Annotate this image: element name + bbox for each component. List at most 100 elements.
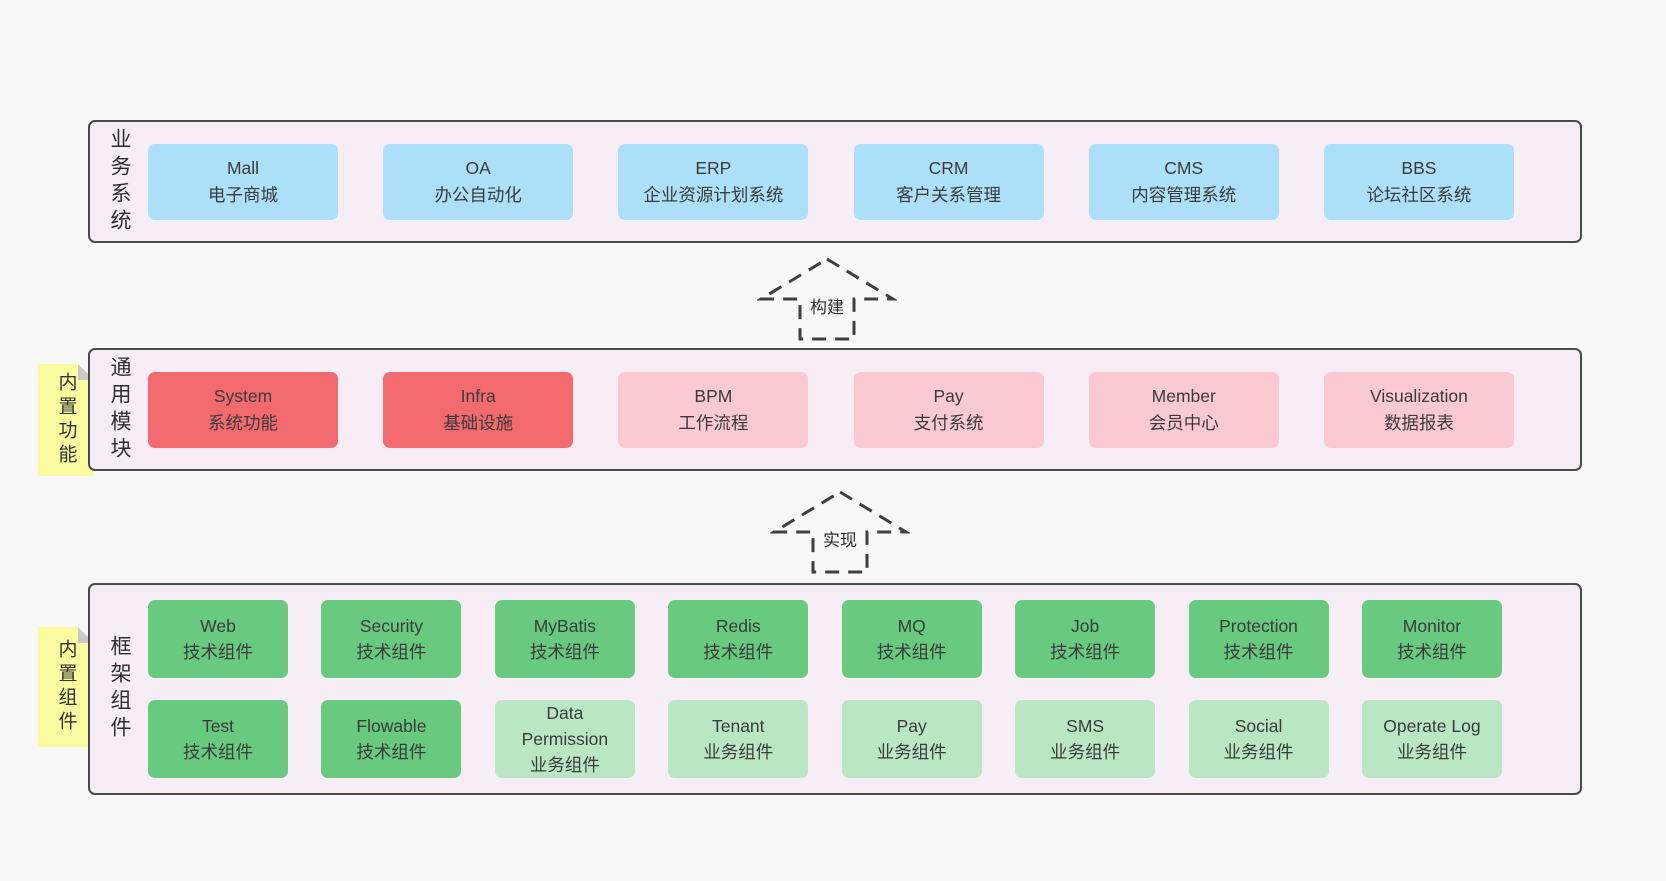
box-subtitle: 技术组件 xyxy=(876,642,947,662)
box-subtitle: 工作流程 xyxy=(678,412,749,433)
box-subtitle: 电子商城 xyxy=(208,184,278,205)
sticky-note-label: 内置组件 xyxy=(55,639,77,735)
box-title: OA xyxy=(465,158,491,179)
box-subtitle: 内容管理系统 xyxy=(1131,184,1237,205)
box-data-permission-component: Data Permission 业务组件 xyxy=(494,700,635,778)
box-title: Security xyxy=(359,615,424,636)
box-subtitle: 业务组件 xyxy=(876,742,947,762)
box-operate-log-component: Operate Log 业务组件 xyxy=(1361,700,1502,778)
box-title: Monitor xyxy=(1402,615,1462,636)
box-job-component: Job 技术组件 xyxy=(1015,600,1156,678)
box-subtitle: 业务组件 xyxy=(529,755,600,776)
box-subtitle: 业务组件 xyxy=(1050,742,1121,762)
box-subtitle: 技术组件 xyxy=(183,642,253,662)
box-title: System xyxy=(213,386,273,407)
box-protection-component: Protection 技术组件 xyxy=(1188,600,1329,678)
band-business-systems: 业务系统 Mall 电子商城 OA 办公自动化 ERP 企业资源计划系统 CRM… xyxy=(88,120,1582,243)
box-title: CMS xyxy=(1164,158,1204,179)
box-subtitle: 技术组件 xyxy=(703,642,774,662)
box-monitor-component: Monitor 技术组件 xyxy=(1361,600,1502,678)
arrow-label: 实现 xyxy=(820,526,860,551)
box-title: MQ xyxy=(897,615,926,636)
box-subtitle: 企业资源计划系统 xyxy=(643,184,784,205)
box-mybatis-component: MyBatis 技术组件 xyxy=(494,600,635,678)
box-title: Test xyxy=(201,715,235,736)
box-title: Flowable xyxy=(356,715,427,736)
grid-row-bottom: Test 技术组件 Flowable 技术组件 Data Permission … xyxy=(148,700,1502,778)
box-subtitle: 数据报表 xyxy=(1383,412,1454,433)
box-title: Mall xyxy=(226,158,260,179)
box-mq-component: MQ 技术组件 xyxy=(841,600,982,678)
box-title: Visualization xyxy=(1369,386,1468,407)
box-title: CRM xyxy=(928,158,969,179)
band-boxes-row: System 系统功能 Infra 基础设施 BPM 工作流程 Pay 支付系统… xyxy=(148,350,1580,469)
box-title: BPM xyxy=(694,386,733,407)
build-arrow: 构建 xyxy=(757,255,897,343)
box-title: Redis xyxy=(715,615,761,636)
box-title: SMS xyxy=(1066,715,1105,736)
box-title: Member xyxy=(1151,386,1216,407)
box-title: Protection xyxy=(1219,615,1298,636)
box-visualization: Visualization 数据报表 xyxy=(1323,371,1514,448)
box-title: Pay xyxy=(896,715,927,736)
box-subtitle: 会员中心 xyxy=(1148,412,1219,433)
box-subtitle: 论坛社区系统 xyxy=(1366,184,1472,205)
box-subtitle: 技术组件 xyxy=(1050,642,1121,662)
box-title: Infra xyxy=(460,386,496,407)
box-mall: Mall 电子商城 xyxy=(148,143,338,220)
box-title: MyBatis xyxy=(533,615,596,636)
box-test-component: Test 技术组件 xyxy=(148,700,288,778)
box-pay-component: Pay 业务组件 xyxy=(841,700,982,778)
box-sms-component: SMS 业务组件 xyxy=(1015,700,1156,778)
box-bpm: BPM 工作流程 xyxy=(618,371,809,448)
sticky-note-builtin-features: 内置功能 xyxy=(38,364,94,476)
box-subtitle: 业务组件 xyxy=(1223,742,1294,762)
band-title: 通用模块 xyxy=(108,355,131,464)
sticky-note-label: 内置功能 xyxy=(55,372,77,468)
box-system: System 系统功能 xyxy=(148,371,338,448)
box-subtitle: 基础设施 xyxy=(443,412,514,433)
box-security-component: Security 技术组件 xyxy=(321,600,462,678)
box-crm: CRM 客户关系管理 xyxy=(853,143,1044,220)
box-member: Member 会员中心 xyxy=(1088,371,1279,448)
box-title: Job xyxy=(1071,615,1100,636)
band-boxes-row: Mall 电子商城 OA 办公自动化 ERP 企业资源计划系统 CRM 客户关系… xyxy=(148,122,1580,241)
band-label-column: 业务系统 xyxy=(90,122,148,241)
box-infra: Infra 基础设施 xyxy=(383,371,574,448)
box-bbs: BBS 论坛社区系统 xyxy=(1323,143,1514,220)
box-subtitle: 客户关系管理 xyxy=(896,184,1002,205)
box-title: Pay xyxy=(933,386,964,407)
box-title: BBS xyxy=(1401,158,1437,179)
dashed-up-arrow-icon xyxy=(770,490,910,574)
grid-row-top: Web 技术组件 Security 技术组件 MyBatis 技术组件 Redi… xyxy=(148,600,1502,678)
band-common-modules: 通用模块 System 系统功能 Infra 基础设施 BPM 工作流程 Pay… xyxy=(88,348,1582,471)
box-subtitle: 技术组件 xyxy=(1223,642,1294,662)
box-title: Data Permission xyxy=(521,702,609,749)
implement-arrow: 实现 xyxy=(770,488,910,576)
box-title: Social xyxy=(1234,715,1283,736)
box-social-component: Social 业务组件 xyxy=(1188,700,1329,778)
box-subtitle: 系统功能 xyxy=(208,412,278,433)
dashed-up-arrow-icon xyxy=(757,257,897,341)
box-subtitle: 技术组件 xyxy=(529,642,600,662)
sticky-note-builtin-components: 内置组件 xyxy=(38,627,94,747)
box-subtitle: 技术组件 xyxy=(356,642,427,662)
band-boxes-grid: Web 技术组件 Security 技术组件 MyBatis 技术组件 Redi… xyxy=(148,585,1580,793)
box-flowable-component: Flowable 技术组件 xyxy=(321,700,462,778)
box-cms: CMS 内容管理系统 xyxy=(1088,143,1279,220)
box-oa: OA 办公自动化 xyxy=(383,143,574,220)
box-redis-component: Redis 技术组件 xyxy=(668,600,809,678)
box-subtitle: 支付系统 xyxy=(913,412,984,433)
box-tenant-component: Tenant 业务组件 xyxy=(668,700,809,778)
box-title: Operate Log xyxy=(1383,715,1481,736)
box-subtitle: 办公自动化 xyxy=(434,184,522,205)
box-subtitle: 技术组件 xyxy=(1396,642,1467,662)
box-title: Web xyxy=(200,615,236,636)
band-label-column: 通用模块 xyxy=(90,350,148,469)
band-framework-components: 框架组件 Web 技术组件 Security 技术组件 MyBatis 技术组件… xyxy=(88,583,1582,795)
band-title: 业务系统 xyxy=(108,127,131,236)
box-web-component: Web 技术组件 xyxy=(148,600,288,678)
box-subtitle: 业务组件 xyxy=(703,742,774,762)
box-pay-system: Pay 支付系统 xyxy=(853,371,1044,448)
